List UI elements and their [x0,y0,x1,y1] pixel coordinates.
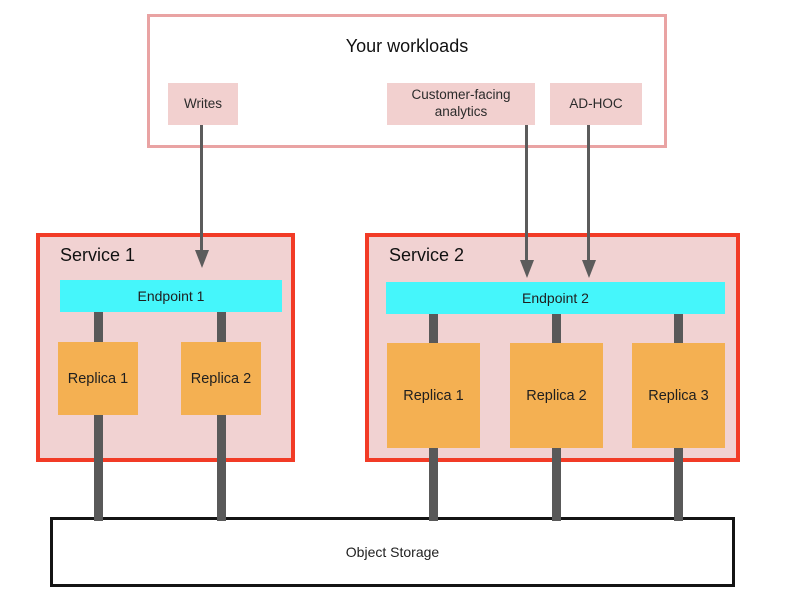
workload-chip-writes-label: Writes [183,95,222,111]
arrow-down-icon [582,260,596,278]
arrow-adhoc-to-endpoint2-line [587,125,590,260]
service-2-replica-1: Replica 1 [387,343,480,448]
service-2-replica-1-label: Replica 1 [403,387,464,404]
service-1-replica-1: Replica 1 [58,342,138,415]
connector-endpoint2-replica3 [674,314,683,343]
service-2-replica-2: Replica 2 [510,343,603,448]
service-1-box: Service 1 Endpoint 1 Replica 1 Replica 2 [36,233,295,462]
workload-chip-customer-facing-analytics: Customer-facing analytics [387,83,535,125]
connector-s1-replica2-storage [217,415,226,521]
service-1-endpoint: Endpoint 1 [60,280,282,312]
connector-endpoint2-replica2 [552,314,561,343]
connector-endpoint1-replica1 [94,312,103,342]
service-2-title: Service 2 [389,245,465,265]
service-1-endpoint-label: Endpoint 1 [137,288,205,304]
service-2-replica-2-label: Replica 2 [526,387,587,404]
service-2-box: Service 2 Endpoint 2 Replica 1 Replica 2… [365,233,740,462]
workload-chip-writes: Writes [168,83,238,125]
connector-s1-replica1-storage [94,415,103,521]
arrow-writes-to-endpoint1-line [200,125,203,250]
arrow-down-icon [195,250,209,268]
connector-s2-replica1-storage [429,448,438,521]
service-2-endpoint: Endpoint 2 [386,282,725,314]
service-1-replica-2-label: Replica 2 [190,370,252,387]
workloads-box: Your workloads Writes Customer-facing an… [147,14,667,148]
arrow-analytics-to-endpoint2-line [525,125,528,260]
object-storage-box: Object Storage [50,517,735,587]
connector-endpoint1-replica2 [217,312,226,342]
connector-endpoint2-replica1 [429,314,438,343]
arrow-down-icon [520,260,534,278]
workload-chip-adhoc: AD-HOC [550,83,642,125]
service-2-replica-3: Replica 3 [632,343,725,448]
object-storage-label: Object Storage [345,544,440,560]
connector-s2-replica3-storage [674,448,683,521]
service-1-title: Service 1 [60,245,136,265]
service-1-replica-2: Replica 2 [181,342,261,415]
service-2-replica-3-label: Replica 3 [648,387,709,404]
connector-s2-replica2-storage [552,448,561,521]
workload-chip-customer-facing-analytics-label: Customer-facing analytics [411,87,511,119]
service-1-replica-1-label: Replica 1 [67,370,129,387]
workloads-title: Your workloads [345,36,469,56]
service-2-endpoint-label: Endpoint 2 [522,290,589,306]
workload-chip-adhoc-label: AD-HOC [569,95,623,111]
